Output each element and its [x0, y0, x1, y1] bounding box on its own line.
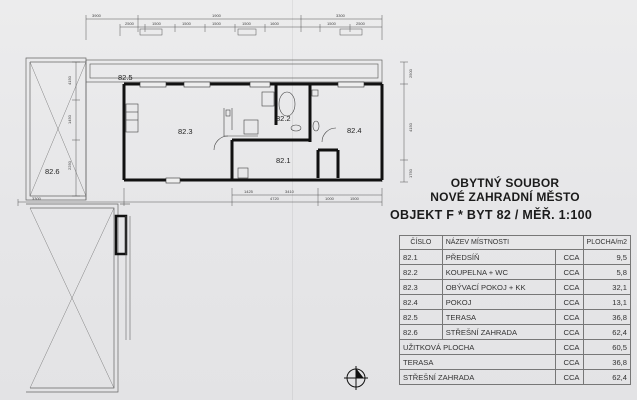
row-area: 9,5: [582, 249, 632, 265]
row-room-name: TERASA: [441, 309, 557, 325]
table-row: 82.5 TERASA CCA 36,8: [399, 309, 632, 325]
dim-bottom-5: 1000: [325, 196, 335, 201]
dim-left-1: 4150: [67, 75, 72, 85]
row-cca: CCA: [555, 279, 584, 295]
row-cca: CCA: [555, 264, 584, 280]
header-number: ČÍSLO: [399, 235, 443, 250]
dim-top-r2-2: 1500: [152, 21, 162, 26]
row-cca: CCA: [555, 309, 584, 325]
dim-top-r2-6: 1600: [270, 21, 280, 26]
dim-top-r2-3: 1500: [182, 21, 192, 26]
dim-bottom-4: 3410: [285, 189, 295, 194]
room-label-82-6: 82.6: [45, 167, 60, 176]
row-cca: CCA: [555, 324, 584, 340]
row-area: 5,8: [582, 264, 632, 280]
dim-top-3: 3300: [336, 13, 346, 18]
table-row: 82.4 POKOJ CCA 13,1: [399, 294, 632, 310]
dim-top-r2-5: 1500: [242, 21, 252, 26]
dim-top-1: 3900: [92, 13, 102, 18]
title-line-1: OBYTNÝ SOUBOR: [450, 176, 560, 190]
summary-label: STŘEŠNÍ ZAHRADA: [398, 369, 557, 385]
dim-top-r2-4: 1500: [212, 21, 222, 26]
summary-row: STŘEŠNÍ ZAHRADA CCA 62,4: [398, 369, 632, 385]
room-area-table: ČÍSLO NÁZEV MÍSTNOSTI PLOCHA/m2 82.1 PŘE…: [398, 235, 632, 385]
dim-right-1: 2500: [408, 68, 413, 78]
dim-left-3: 2250: [67, 160, 72, 170]
dim-bottom-6: 1500: [350, 196, 360, 201]
summary-area: 62,4: [582, 369, 632, 385]
room-label-82-5: 82.5: [118, 73, 133, 82]
windows-top: [139, 81, 365, 184]
row-area: 36,8: [582, 309, 632, 325]
dim-top-r2-7: 1500: [327, 21, 337, 26]
summary-label: TERASA: [398, 354, 557, 370]
row-area: 32,1: [582, 279, 632, 295]
row-number: 82.1: [399, 249, 443, 265]
summary-area: 60,5: [582, 339, 632, 355]
roof-garden-outline: [25, 57, 119, 393]
row-cca: CCA: [555, 249, 584, 265]
row-number: 82.2: [399, 264, 443, 280]
summary-cca: CCA: [555, 354, 584, 370]
title-line-3: OBJEKT F * BYT 82 / MĚŘ. 1:100: [390, 208, 593, 222]
dim-left-2: 1450: [67, 114, 72, 124]
dim-top-r2-1: 2500: [125, 21, 135, 26]
table-row: 82.6 STŘEŠNÍ ZAHRADA CCA 62,4: [399, 324, 632, 340]
table-row: 82.1 PŘEDSÍŇ CCA 9,5: [399, 249, 632, 265]
row-room-name: OBÝVACÍ POKOJ + KK: [441, 279, 557, 295]
dim-right-2: 4150: [408, 122, 413, 132]
dim-bottom-3: 4720: [270, 196, 280, 201]
top-dimension-chain: 3900 1900 3300 2500 1500 1500 1500 1500 …: [85, 13, 383, 40]
dim-right-3: 1750: [408, 168, 413, 178]
row-room-name: PŘEDSÍŇ: [441, 249, 557, 265]
summary-row: TERASA CCA 36,8: [398, 354, 632, 370]
title-line-2: NOVÉ ZAHRADNÍ MĚSTO: [430, 190, 580, 204]
dim-top-2: 1900: [212, 13, 222, 18]
row-room-name: KOUPELNA + WC: [441, 264, 557, 280]
summary-cca: CCA: [555, 339, 584, 355]
row-number: 82.4: [399, 294, 443, 310]
summary-cca: CCA: [555, 369, 584, 385]
header-area: PLOCHA/m2: [582, 235, 632, 250]
interior-details: [125, 89, 337, 179]
north-arrow-icon: [344, 366, 368, 390]
row-number: 82.6: [399, 324, 443, 340]
apartment-walls: [122, 82, 384, 182]
row-room-name: POKOJ: [441, 294, 557, 310]
table-header-row: ČÍSLO NÁZEV MÍSTNOSTI PLOCHA/m2: [399, 235, 632, 250]
room-label-82-2: 82.2: [276, 114, 291, 123]
left-dimension-chain: 4150 1450 2250: [67, 61, 80, 197]
row-number: 82.3: [399, 279, 443, 295]
summary-row: UŽITKOVÁ PLOCHA CCA 60,5: [398, 339, 632, 355]
row-number: 82.5: [399, 309, 443, 325]
row-area: 13,1: [582, 294, 632, 310]
summary-label: UŽITKOVÁ PLOCHA: [398, 339, 557, 355]
dim-bottom-2: 1425: [244, 189, 254, 194]
row-room-name: STŘEŠNÍ ZAHRADA: [441, 324, 557, 340]
summary-area: 36,8: [582, 354, 632, 370]
header-room-name: NÁZEV MÍSTNOSTI: [441, 235, 584, 250]
row-area: 62,4: [582, 324, 632, 340]
room-label-82-1: 82.1: [276, 156, 291, 165]
bottom-dimension-chain: 3300 1425 4720 3410 1000 1500: [17, 188, 383, 206]
table-row: 82.2 KOUPELNA + WC CCA 5,8: [399, 264, 632, 280]
title-block: OBYTNÝ SOUBOR NOVÉ ZAHRADNÍ MĚSTO: [395, 176, 615, 204]
dim-top-r2-8: 2500: [356, 21, 366, 26]
dim-bottom-1: 3300: [32, 196, 42, 201]
room-label-82-4: 82.4: [347, 126, 362, 135]
chimney-block: [114, 214, 128, 256]
paper-fold: [292, 0, 293, 400]
row-cca: CCA: [555, 294, 584, 310]
table-row: 82.3 OBÝVACÍ POKOJ + KK CCA 32,1: [399, 279, 632, 295]
room-label-82-3: 82.3: [178, 127, 193, 136]
right-dimension-chain: 2500 4150 1750: [400, 61, 413, 183]
